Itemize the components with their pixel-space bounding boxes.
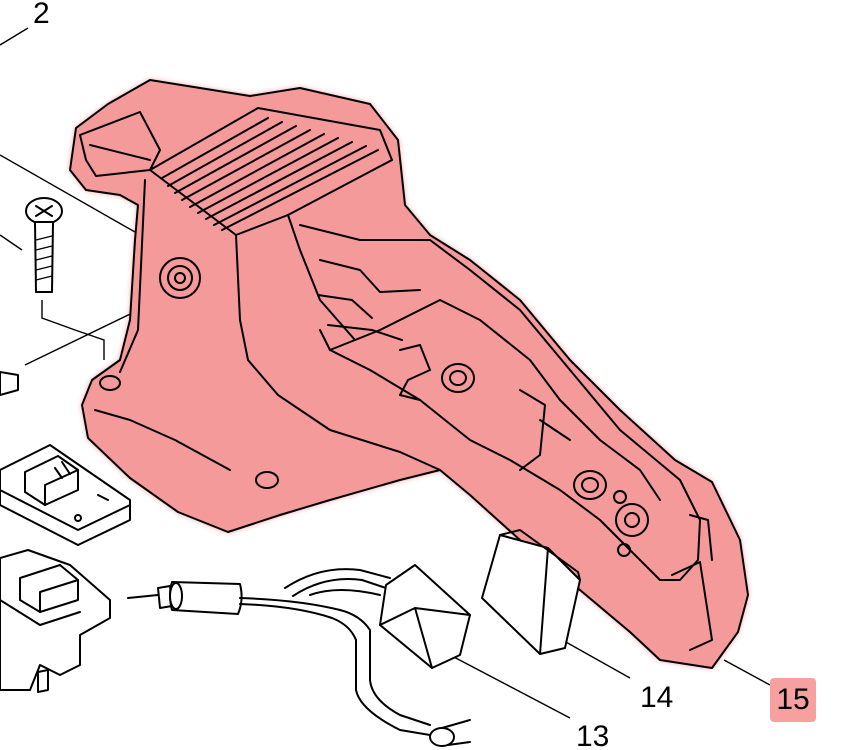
carbon-brush-icon	[481, 529, 581, 655]
grip-ridges	[161, 117, 379, 231]
part-15-housing[interactable]	[69, 79, 749, 669]
bracket-fragment	[0, 371, 19, 396]
switch-icon	[0, 444, 131, 546]
callout-part-2: 2	[33, 0, 50, 30]
capacitor-icon	[127, 581, 431, 736]
callout-part-15-highlighted[interactable]: 15	[770, 678, 816, 722]
callout-part-14: 14	[640, 681, 674, 714]
wire-lead-icon	[284, 564, 471, 747]
screw-icon	[25, 197, 63, 293]
terminal-block	[0, 549, 111, 693]
callout-part-13: 13	[576, 720, 610, 750]
housing-body	[69, 79, 749, 669]
